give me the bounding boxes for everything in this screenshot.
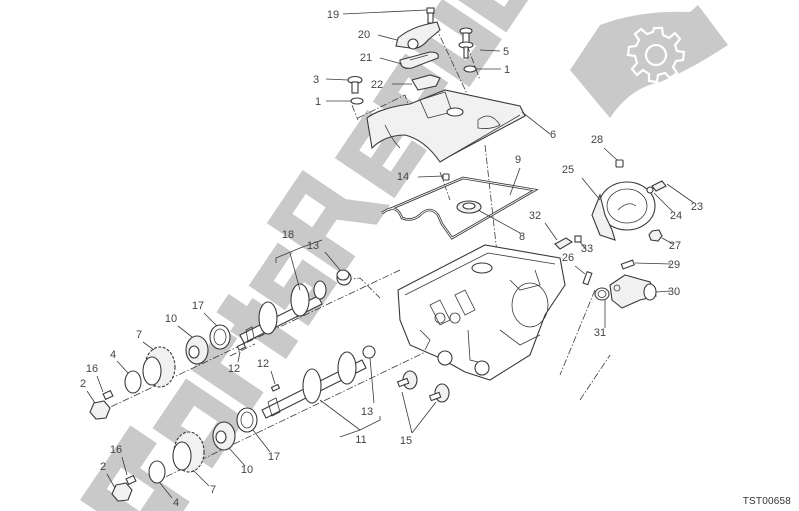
callout-16a: 16 xyxy=(86,363,98,375)
washer-1-left xyxy=(350,97,364,105)
callout-32: 32 xyxy=(529,210,541,222)
callout-8: 8 xyxy=(519,231,525,243)
camshaft-lower xyxy=(261,345,376,419)
washer-24 xyxy=(646,186,654,194)
key-12-lower xyxy=(270,383,281,392)
callout-2a: 2 xyxy=(80,378,86,390)
callout-6: 6 xyxy=(550,129,556,141)
camshaft-upper xyxy=(239,270,352,344)
callout-24: 24 xyxy=(670,210,682,222)
oring-31 xyxy=(594,287,610,301)
callout-29: 29 xyxy=(668,259,680,271)
callout-23: 23 xyxy=(691,201,703,213)
reference-code: TST00658 xyxy=(742,496,791,507)
valve-cover-6 xyxy=(366,89,526,163)
callout-13b: 13 xyxy=(361,406,373,418)
callout-26: 26 xyxy=(562,252,574,264)
callout-1a: 1 xyxy=(504,64,510,76)
intake-assembly xyxy=(554,159,667,309)
gasket-21 xyxy=(399,51,439,69)
callout-12a: 12 xyxy=(228,363,240,375)
washer-4-upper xyxy=(124,370,142,394)
callout-17a: 17 xyxy=(192,300,204,312)
seal-17-lower xyxy=(236,407,258,433)
bolt-3 xyxy=(347,75,363,94)
callout-16b: 16 xyxy=(110,444,122,456)
sensor-23 xyxy=(651,180,667,192)
oring-13-lower xyxy=(362,345,376,359)
leader-lines xyxy=(86,9,695,499)
camshaft-lower-parts xyxy=(111,383,281,502)
callout-13a: 13 xyxy=(307,240,319,252)
plugs-15 xyxy=(396,370,450,403)
callout-10b: 10 xyxy=(241,464,253,476)
callout-9: 9 xyxy=(515,154,521,166)
nut-27 xyxy=(648,229,663,242)
cam-lobe xyxy=(258,301,278,335)
fitting-32 xyxy=(554,237,574,250)
callout-25: 25 xyxy=(562,164,574,176)
callout-18: 18 xyxy=(282,229,294,241)
callout-7a: 7 xyxy=(136,329,142,341)
callout-19: 19 xyxy=(327,9,339,21)
bolt-19 xyxy=(426,7,435,24)
assembly-axes xyxy=(99,14,611,483)
washer-1-right xyxy=(463,65,477,73)
callout-2b: 2 xyxy=(100,461,106,473)
callout-15: 15 xyxy=(400,435,412,447)
bolt-16-upper xyxy=(102,389,114,401)
valve-cover-assembly xyxy=(347,7,526,163)
callout-11: 11 xyxy=(355,434,366,446)
callout-17b: 17 xyxy=(268,451,280,463)
callout-12b: 12 xyxy=(257,358,269,370)
callout-4b: 4 xyxy=(173,497,179,509)
callout-30: 30 xyxy=(668,286,680,298)
callout-33: 33 xyxy=(581,243,593,255)
callout-14: 14 xyxy=(397,171,409,183)
callout-27: 27 xyxy=(669,240,681,252)
bolt-5 xyxy=(458,27,474,59)
callout-20: 20 xyxy=(358,29,370,41)
cylinder-head xyxy=(397,244,566,381)
key-12-upper xyxy=(236,342,247,351)
callout-28: 28 xyxy=(591,134,603,146)
callout-5: 5 xyxy=(503,46,509,58)
nut-2-upper xyxy=(89,400,111,420)
clip-22 xyxy=(411,74,441,91)
gear-icon xyxy=(626,26,686,84)
nut-2-lower xyxy=(111,482,133,502)
pin-26 xyxy=(582,270,593,286)
washer-4-lower xyxy=(148,460,166,484)
cap-14 xyxy=(442,173,450,181)
callout-4a: 4 xyxy=(110,349,116,361)
callout-22: 22 xyxy=(371,79,383,91)
pin-33 xyxy=(574,235,582,243)
cover-gasket-group xyxy=(381,173,539,240)
seal-17-upper xyxy=(209,324,231,350)
callout-3: 3 xyxy=(313,74,319,86)
oring-13-upper xyxy=(336,269,350,281)
bolt-16-lower xyxy=(125,474,137,486)
callout-10a: 10 xyxy=(165,313,177,325)
callout-1b: 1 xyxy=(315,96,321,108)
callout-7b: 7 xyxy=(210,484,216,496)
camshaft-upper-parts xyxy=(89,324,247,420)
bolt-28 xyxy=(615,159,624,168)
group-brackets xyxy=(275,239,381,438)
callout-31: 31 xyxy=(594,327,606,339)
bolt-29 xyxy=(620,259,636,270)
callout-21: 21 xyxy=(360,52,372,64)
